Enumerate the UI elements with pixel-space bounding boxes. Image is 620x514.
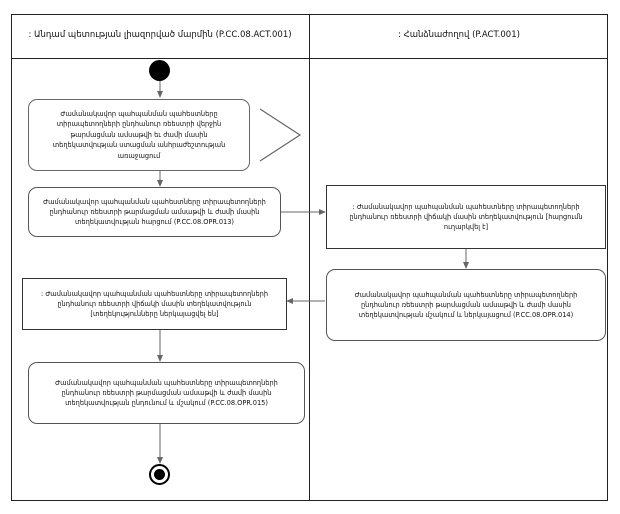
action-receive-and-process-info[interactable]: Ժամանակավոր պահպանման պահեստները տիրապետ…	[28, 362, 305, 424]
swimlane-header-right: : Հանձնաժողով (P.ACT.001)	[398, 30, 520, 41]
swimlane-divider	[309, 14, 310, 501]
object-registry-state-info-provided[interactable]: : Ժամանակավոր պահպանման պահեստները տիրապ…	[22, 278, 287, 330]
swimlane-header-left: : Անդամ պետության լիազորված մարմին (P.CC…	[28, 30, 292, 41]
action-process-and-provide-info[interactable]: Ժամանակավոր պահպանման պահեստները տիրապետ…	[326, 269, 606, 341]
trigger-note-label: Ժամանակավոր պահպանման պահեստները տիրապետ…	[28, 99, 250, 171]
object-registry-state-request-sent[interactable]: : Ժամանակավոր պահպանման պահեստները տիրապ…	[326, 185, 606, 249]
action-request-update-datetime[interactable]: Ժամանակավոր պահպանման պահեստները տիրապետ…	[28, 187, 281, 237]
swimlane-header-rule	[11, 58, 608, 59]
trigger-note[interactable]: Ժամանակավոր պահպանման պահեստները տիրապետ…	[28, 99, 304, 171]
activity-final-node[interactable]	[149, 464, 170, 485]
chevron-right-icon	[259, 108, 302, 162]
initial-node[interactable]	[149, 60, 170, 81]
